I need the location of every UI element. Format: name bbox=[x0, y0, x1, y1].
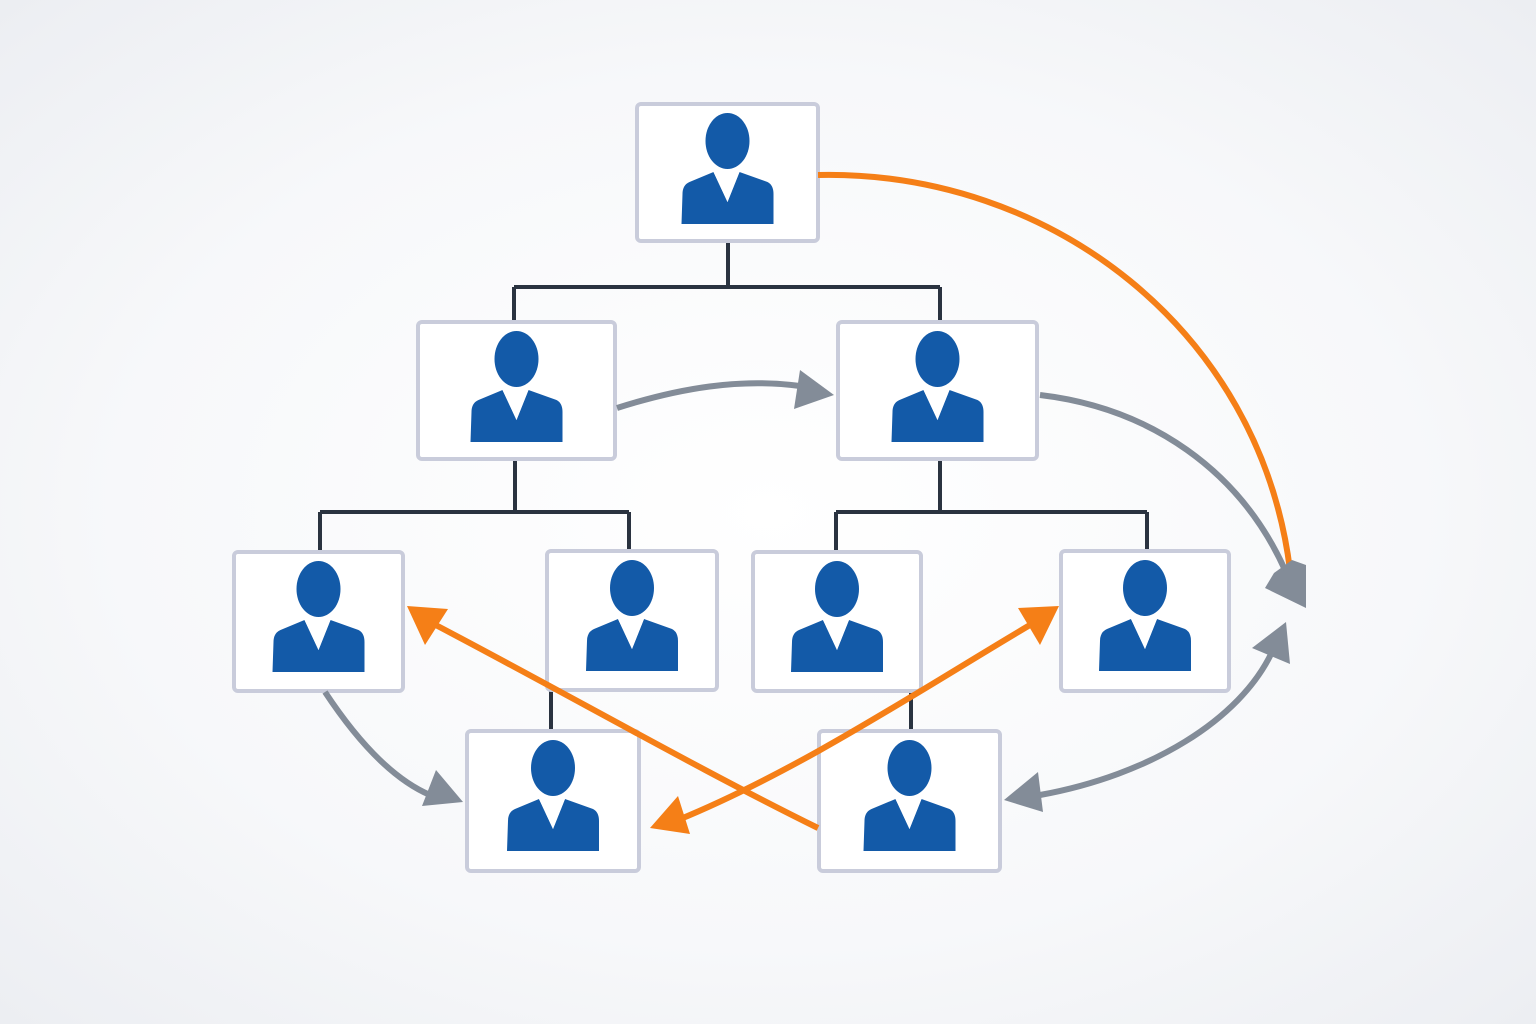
node-l3-2 bbox=[545, 549, 719, 692]
connector-l2-right bbox=[834, 459, 1149, 552]
arrowhead bbox=[1018, 606, 1059, 645]
connector-top bbox=[512, 241, 942, 322]
connector-l3-l4 bbox=[549, 690, 913, 731]
gray-arrow-l2-right bbox=[1039, 392, 1288, 572]
arrowhead bbox=[794, 370, 834, 409]
arrowhead bbox=[650, 796, 690, 834]
gray-arrow-l2 bbox=[616, 380, 801, 411]
node-l4-1 bbox=[465, 729, 641, 873]
node-l2-left bbox=[416, 320, 617, 461]
connector-l2-left bbox=[318, 459, 631, 552]
node-l4-2 bbox=[817, 729, 1002, 873]
arrowhead bbox=[1252, 622, 1290, 664]
node-top bbox=[635, 102, 820, 243]
node-l3-1 bbox=[232, 550, 405, 693]
hierarchy-lines bbox=[318, 241, 1149, 731]
arrows bbox=[322, 171, 1306, 834]
arrowhead bbox=[422, 770, 463, 806]
arrowhead bbox=[407, 606, 448, 645]
gray-arrow-double bbox=[1039, 650, 1275, 798]
node-l3-3 bbox=[751, 550, 923, 693]
orange-arrow-cross-1 bbox=[428, 619, 820, 831]
orange-arrow-top-to-right bbox=[817, 171, 1293, 571]
arrowhead bbox=[1265, 560, 1306, 608]
node-l2-right bbox=[836, 320, 1039, 461]
gray-arrow-l3-l4 bbox=[322, 690, 432, 798]
orange-arrow-cross-2 bbox=[676, 619, 1037, 823]
arrowhead bbox=[1004, 772, 1043, 812]
node-l3-4 bbox=[1059, 549, 1231, 693]
